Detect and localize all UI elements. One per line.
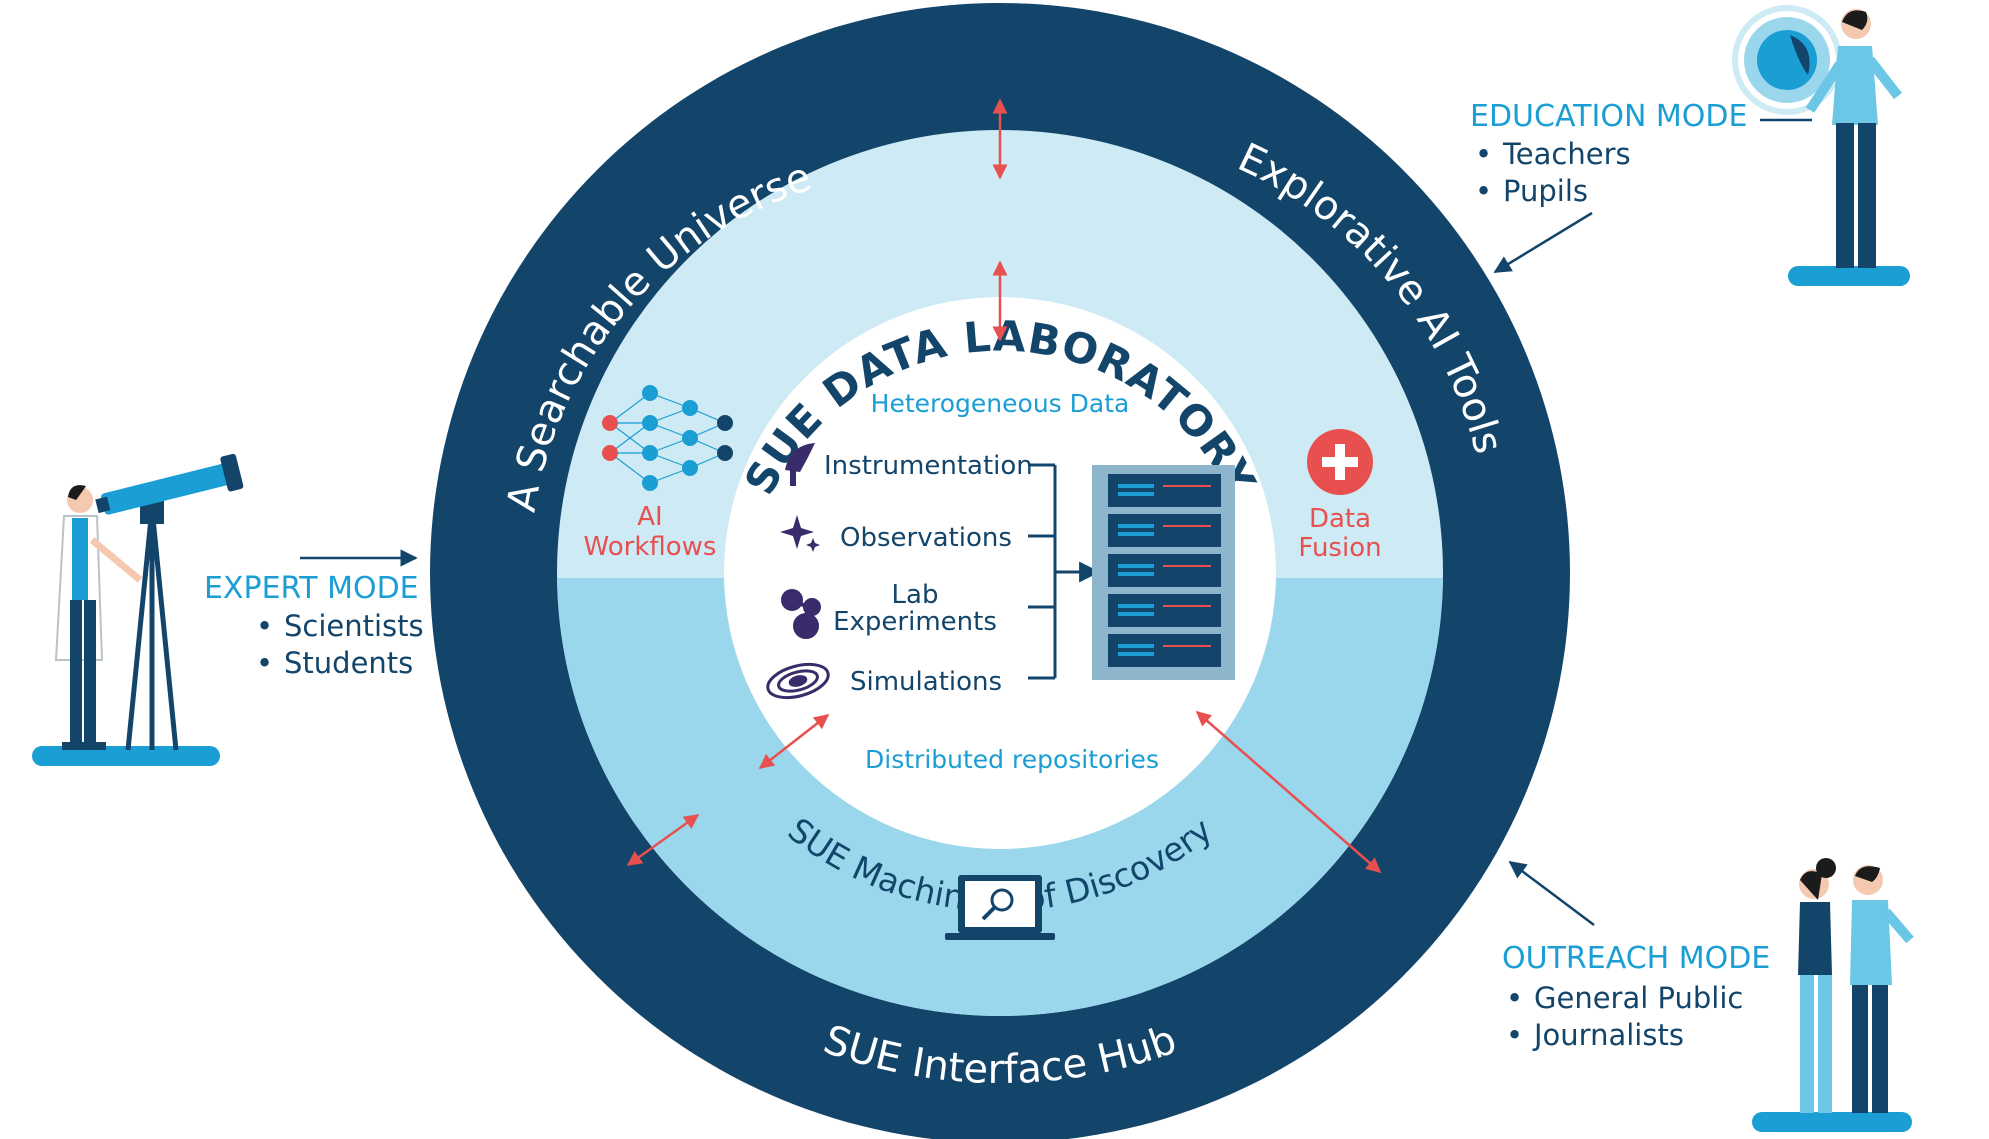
expert-mode-item-students: Students <box>284 646 413 680</box>
bullet: • <box>1506 981 1523 1015</box>
expert-mode-title: EXPERT MODE <box>204 571 419 606</box>
bullet: • <box>256 646 273 680</box>
ai-workflows-label-line1: AI <box>637 502 662 532</box>
data-bracket <box>1028 463 1101 680</box>
source-lab-label-line2: Experiments <box>833 607 997 637</box>
expert-mode-item-scientists: Scientists <box>284 609 424 643</box>
galaxy-icon <box>766 662 830 700</box>
outreach-mode-item-general-public: General Public <box>1534 981 1743 1015</box>
neural-network-icon <box>602 385 733 491</box>
data-fusion-label-line1: Data <box>1309 504 1371 534</box>
inner-core <box>724 297 1276 849</box>
red-double-arrows <box>626 98 1382 873</box>
mode-arrows <box>300 118 1812 926</box>
data-fusion-label-line2: Fusion <box>1298 533 1381 563</box>
molecule-icon <box>781 589 821 639</box>
outreach-mode-item-journalists: Journalists <box>1532 1018 1684 1052</box>
teacher-with-globe-illustration <box>1732 5 1910 286</box>
telescope-dish-icon <box>785 443 815 486</box>
source-instrumentation-label: Instrumentation <box>824 451 1033 481</box>
bullet: • <box>1475 137 1492 171</box>
bullet: • <box>1475 174 1492 208</box>
education-mode-item-teachers: Teachers <box>1502 137 1631 171</box>
source-observations-label: Observations <box>840 523 1012 553</box>
heterogeneous-data-label: Heterogeneous Data <box>871 389 1130 418</box>
stars-icon <box>780 515 820 552</box>
bullet: • <box>256 609 273 643</box>
source-simulations-label: Simulations <box>850 667 1002 697</box>
bullet: • <box>1506 1018 1523 1052</box>
education-mode-title: EDUCATION MODE <box>1470 99 1747 134</box>
public-and-journalist-illustration <box>1752 858 1914 1132</box>
source-lab-label-line1: Lab <box>892 580 939 610</box>
laptop-search-icon <box>945 875 1055 940</box>
distributed-repositories-label: Distributed repositories <box>865 745 1159 774</box>
scientist-with-telescope-illustration <box>32 453 244 766</box>
server-rack-icon <box>1092 465 1235 680</box>
ai-workflows-label-line2: Workflows <box>584 532 717 562</box>
plus-icon <box>1307 429 1373 495</box>
outreach-mode-title: OUTREACH MODE <box>1502 941 1770 976</box>
education-mode-item-pupils: Pupils <box>1503 174 1588 208</box>
